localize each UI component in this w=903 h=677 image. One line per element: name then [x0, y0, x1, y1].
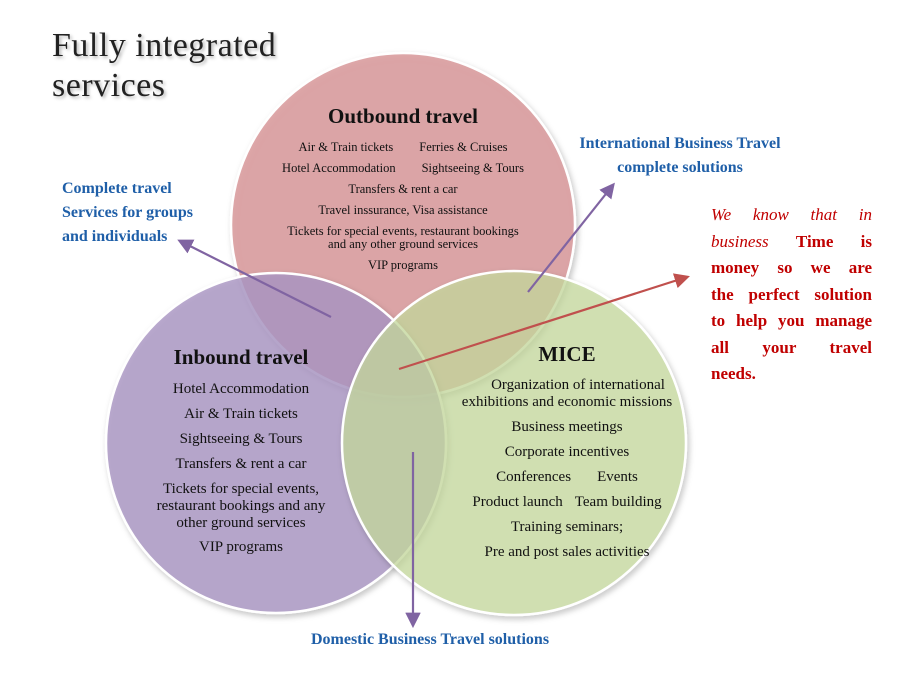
- note-line: all your travel: [711, 337, 872, 357]
- note-line: business Time is: [711, 231, 872, 251]
- note-line: to help you manage: [711, 311, 872, 330]
- mice-item: exhibitions and economic missions: [461, 394, 673, 410]
- outbound-item: Travel inssurance, Visa assistance: [318, 203, 488, 217]
- note-line: the perfect solution: [711, 284, 872, 304]
- arrow-note: [398, 273, 690, 371]
- mice-item: Pre and post sales activities: [484, 544, 650, 560]
- inbound-item: Sightseeing & Tours: [179, 431, 303, 447]
- inbound-title: Inbound travel: [173, 345, 309, 369]
- outbound-title: Outbound travel: [328, 104, 478, 128]
- mice-item: Training seminars;: [510, 519, 624, 535]
- inbound-item: Hotel Accommodation: [172, 381, 310, 397]
- time-money-note: We know that in business Time is money s…: [711, 202, 872, 388]
- note-line: We know that in: [711, 205, 872, 224]
- outbound-item: and any other ground services: [328, 237, 478, 251]
- outbound-item: VIP programs: [367, 258, 438, 272]
- callout-international: International Business Travel complete s…: [579, 135, 781, 176]
- mice-item: Organization of international: [491, 377, 665, 393]
- inbound-item: Transfers & rent a car: [175, 456, 307, 472]
- arrow-international: [527, 182, 615, 293]
- mice-title: MICE: [538, 342, 596, 366]
- inbound-item: Tickets for special events,: [162, 481, 320, 497]
- outbound-item: Transfers & rent a car: [348, 182, 458, 196]
- title-line-1: Fully integrated: [52, 27, 277, 64]
- page-title: Fully integrated services: [52, 26, 276, 106]
- note-line: money so we are: [711, 258, 872, 277]
- note-line: needs.: [711, 364, 756, 383]
- inbound-list: Hotel Accommodation Air & Train tickets …: [157, 377, 326, 560]
- mice-item: Corporate incentives: [504, 444, 630, 460]
- outbound-item: Tickets for special events, restaurant b…: [287, 224, 519, 238]
- inbound-item: Air & Train tickets: [184, 406, 298, 422]
- mice-circle: [340, 269, 688, 617]
- arrow-groups: [177, 239, 332, 318]
- title-line-2: services: [52, 67, 166, 104]
- inbound-item: VIP programs: [198, 539, 284, 555]
- callout-domestic: Domestic Business Travel solutions: [310, 631, 550, 648]
- inbound-item: restaurant bookings and any: [156, 498, 326, 514]
- mice-list: Organization of international exhibition…: [462, 377, 672, 565]
- mice-item: Business meetings: [511, 419, 623, 435]
- callout-groups: Complete travel Services for groups and …: [62, 180, 193, 245]
- inbound-item: other ground services: [176, 515, 306, 531]
